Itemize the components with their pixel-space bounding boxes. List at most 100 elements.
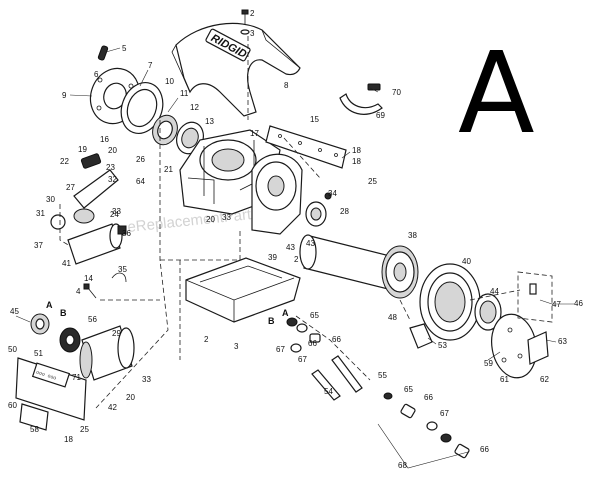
callout-64: 64 — [136, 177, 145, 186]
callout-65: 65 — [310, 311, 319, 320]
cap-31 — [50, 214, 66, 230]
callout-3: 3 — [250, 29, 255, 38]
callout-24: 24 — [110, 210, 119, 219]
capacitor-41 — [67, 223, 123, 265]
callout-67: 67 — [276, 345, 285, 354]
top-cover: RIDGID — [171, 22, 301, 117]
callout-71: 71 — [72, 373, 81, 382]
callout-21: 21 — [164, 165, 173, 174]
bracket-27 — [73, 169, 119, 209]
callout-50: 50 — [8, 345, 17, 354]
callout-29: 29 — [112, 329, 121, 338]
label-bracket-46 — [517, 271, 553, 323]
strap-plate-15 — [265, 125, 347, 169]
callout-23: 23 — [106, 163, 115, 172]
callout-69: 69 — [376, 111, 385, 120]
callout-17: 17 — [250, 129, 259, 138]
callouts: 2 3 5 6 7 8 9 10 11 12 13 16 17 15 18 19… — [8, 9, 583, 470]
callout-70: 70 — [392, 88, 401, 97]
gear-51 — [59, 327, 81, 353]
callout-45: 45 — [10, 307, 19, 316]
wire-35 — [111, 272, 127, 283]
leader-lines — [15, 47, 574, 361]
callout-8: 8 — [284, 81, 289, 90]
callout-15: 15 — [310, 115, 319, 124]
switch-22 — [80, 153, 102, 169]
rod-55 — [331, 355, 363, 393]
callout-18-c: 18 — [64, 435, 73, 444]
screw-14 — [83, 283, 97, 299]
rod-54 — [311, 369, 341, 401]
callout-32: 32 — [108, 175, 117, 184]
callout-20-c: 20 — [126, 393, 135, 402]
callout-26: 26 — [136, 155, 145, 164]
hose-clamp-69 — [339, 83, 383, 115]
callout-25-b: 25 — [80, 425, 89, 434]
callout-43: 43 — [306, 239, 315, 248]
callout-18-b: 18 — [352, 157, 361, 166]
callout-2: 2 — [250, 9, 255, 18]
callout-27: 27 — [66, 183, 75, 192]
callout-65-b: 65 — [404, 385, 413, 394]
callout-54: 54 — [324, 387, 333, 396]
assembly-lines — [59, 36, 521, 409]
label-b-left: B — [60, 308, 67, 318]
callout-62: 62 — [540, 375, 549, 384]
callout-9: 9 — [62, 91, 67, 100]
ring-gear-40 — [419, 263, 481, 341]
callout-13: 13 — [205, 117, 214, 126]
bearing-44 — [474, 293, 502, 331]
callout-25: 25 — [368, 177, 377, 186]
callout-40: 40 — [462, 257, 471, 266]
label-a-right: A — [282, 308, 289, 318]
name-plate-60 — [19, 403, 49, 431]
callout-47: 47 — [552, 300, 561, 309]
callout-46: 46 — [574, 299, 583, 308]
fittings-upper — [286, 317, 321, 353]
callout-67-c: 67 — [298, 355, 307, 364]
callout-37: 37 — [34, 241, 43, 250]
section-letter: A — [458, 29, 535, 159]
callout-2-b: 2 — [204, 335, 209, 344]
callout-34: 34 — [328, 189, 337, 198]
callout-66-c: 66 — [480, 445, 489, 454]
callout-59: 59 — [484, 359, 493, 368]
motor-29 — [79, 325, 135, 381]
callout-66-b: 66 — [424, 393, 433, 402]
callout-31: 31 — [36, 209, 45, 218]
callout-41: 41 — [62, 259, 71, 268]
callout-66: 66 — [332, 335, 341, 344]
callout-22: 22 — [60, 157, 69, 166]
callout-28: 28 — [340, 207, 349, 216]
callout-43-b: 43 — [286, 243, 295, 252]
callout-51: 51 — [34, 349, 43, 358]
callout-36: 36 — [122, 229, 131, 238]
callout-14: 14 — [84, 274, 93, 283]
coil-30 — [73, 208, 95, 224]
callout-5: 5 — [122, 44, 127, 53]
drum-38 — [299, 234, 419, 299]
callout-35: 35 — [118, 265, 127, 274]
label-a-left: A — [46, 300, 53, 310]
cover-screw — [240, 9, 250, 35]
callout-33: 33 — [222, 213, 231, 222]
callout-67-b: 67 — [440, 409, 449, 418]
callout-48: 48 — [388, 313, 397, 322]
callout-10: 10 — [165, 77, 174, 86]
label-b-right: B — [268, 316, 275, 326]
callout-61: 61 — [500, 375, 509, 384]
connector-36 — [117, 225, 127, 235]
callout-2-c: 2 — [294, 255, 299, 264]
block-53 — [409, 323, 433, 349]
callout-38: 38 — [408, 231, 417, 240]
small-key-5 — [97, 45, 109, 61]
callout-33-b: 33 — [142, 375, 151, 384]
callout-58: 58 — [30, 425, 39, 434]
callout-33-c: 33 — [112, 207, 121, 216]
callout-20: 20 — [108, 146, 117, 155]
callout-55: 55 — [378, 371, 387, 380]
callout-53: 53 — [438, 341, 447, 350]
bracket-63 — [527, 331, 549, 365]
callout-39: 39 — [268, 253, 277, 262]
